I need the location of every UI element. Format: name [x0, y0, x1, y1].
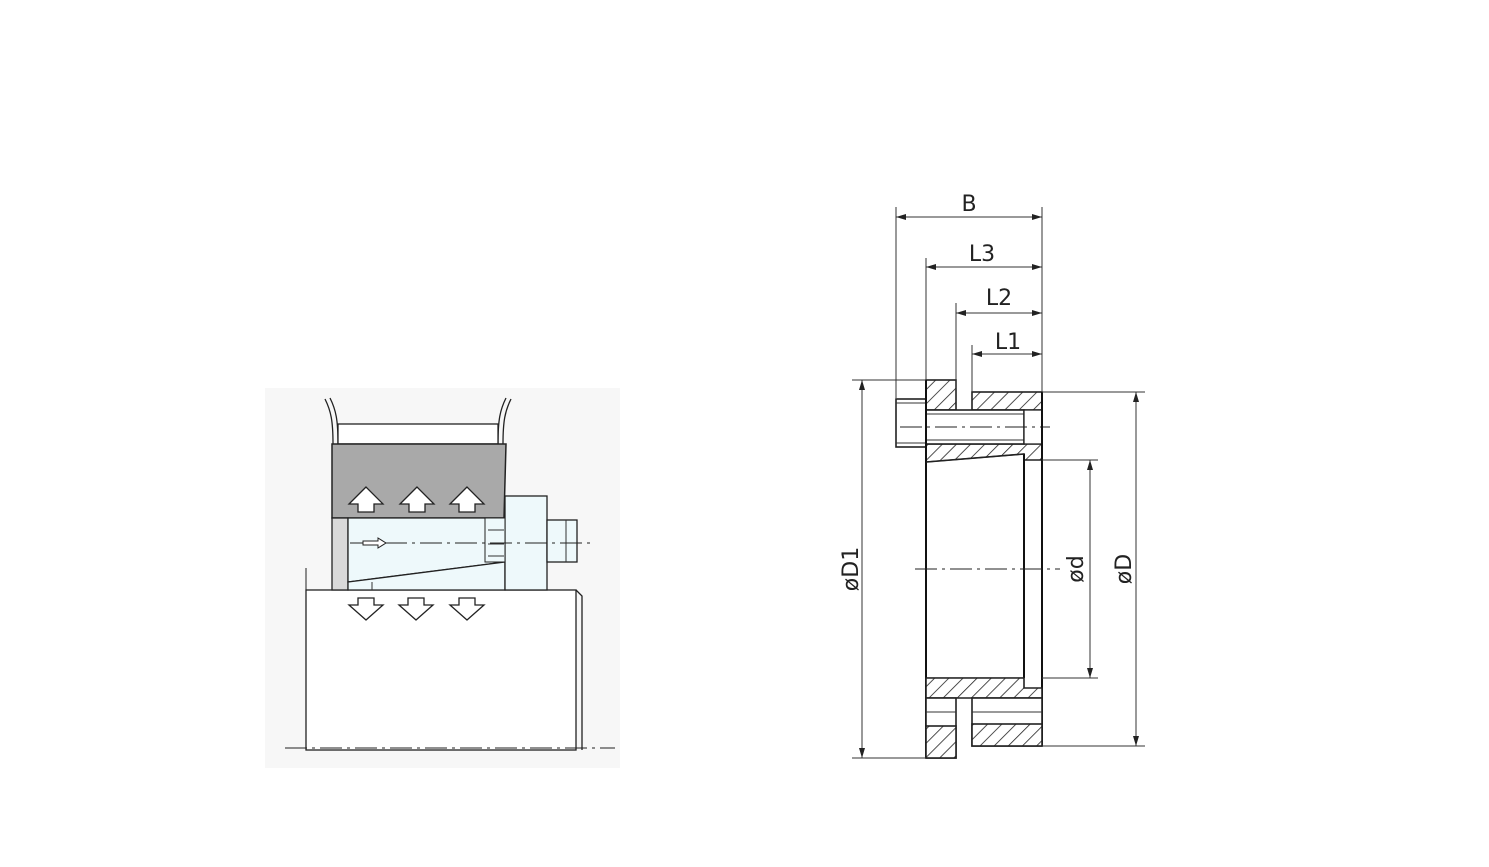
function-illustration	[265, 388, 620, 768]
label-L3: L3	[969, 242, 995, 267]
label-L1: L1	[995, 330, 1021, 355]
dimension-D: øD	[1112, 392, 1139, 746]
down-arrow-icon	[347, 597, 385, 621]
label-D: øD	[1112, 554, 1137, 584]
up-arrow-icon	[347, 486, 385, 513]
section-drawing: B L3 L2 L1 øD1 ød	[839, 192, 1145, 759]
down-arrow-icon	[448, 597, 486, 621]
dimension-L3: L3	[926, 242, 1042, 270]
label-d: ød	[1064, 555, 1089, 582]
label-D1: øD1	[839, 547, 864, 591]
up-arrow-icon	[448, 486, 486, 513]
dimension-D1: øD1	[839, 380, 865, 758]
down-arrow-icon	[397, 597, 435, 621]
label-B: B	[961, 192, 976, 217]
up-arrow-icon	[398, 486, 436, 513]
dimension-L1: L1	[972, 330, 1042, 357]
dimension-L2: L2	[956, 286, 1042, 316]
label-L2: L2	[986, 286, 1012, 311]
dimension-B: B	[896, 192, 1042, 220]
dimension-d: ød	[1064, 460, 1093, 678]
shaft	[285, 568, 615, 751]
axial-arrow-icon	[362, 537, 387, 549]
clamping-element	[331, 495, 590, 591]
